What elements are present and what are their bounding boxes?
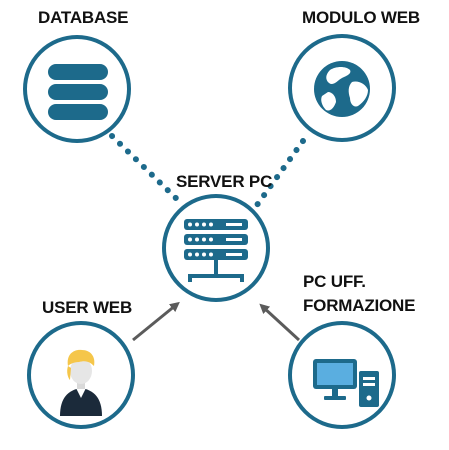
pc-office-label-line1: PC UFF. — [303, 272, 366, 291]
user-icon — [60, 349, 102, 416]
globe-icon — [314, 61, 370, 117]
user-web-node — [27, 321, 135, 429]
connector-web-module-server — [254, 138, 306, 208]
user-web-label: USER WEB — [42, 298, 133, 317]
web-module-node — [288, 34, 396, 142]
arrow-user-web-to-server — [132, 301, 180, 342]
connector-database-server — [109, 133, 186, 208]
desktop-computer-icon — [313, 359, 379, 407]
pc-office-node — [288, 321, 396, 429]
server-label: SERVER PC — [176, 172, 273, 191]
database-label: DATABASE — [38, 8, 129, 27]
server-node — [162, 194, 270, 302]
pc-office-label-line2: FORMAZIONE — [303, 296, 416, 315]
web-module-label: MODULO WEB — [302, 8, 420, 27]
database-node — [23, 35, 131, 143]
server-icon — [184, 219, 248, 282]
arrow-pc-office-to-server — [259, 303, 301, 342]
database-icon — [48, 64, 108, 120]
